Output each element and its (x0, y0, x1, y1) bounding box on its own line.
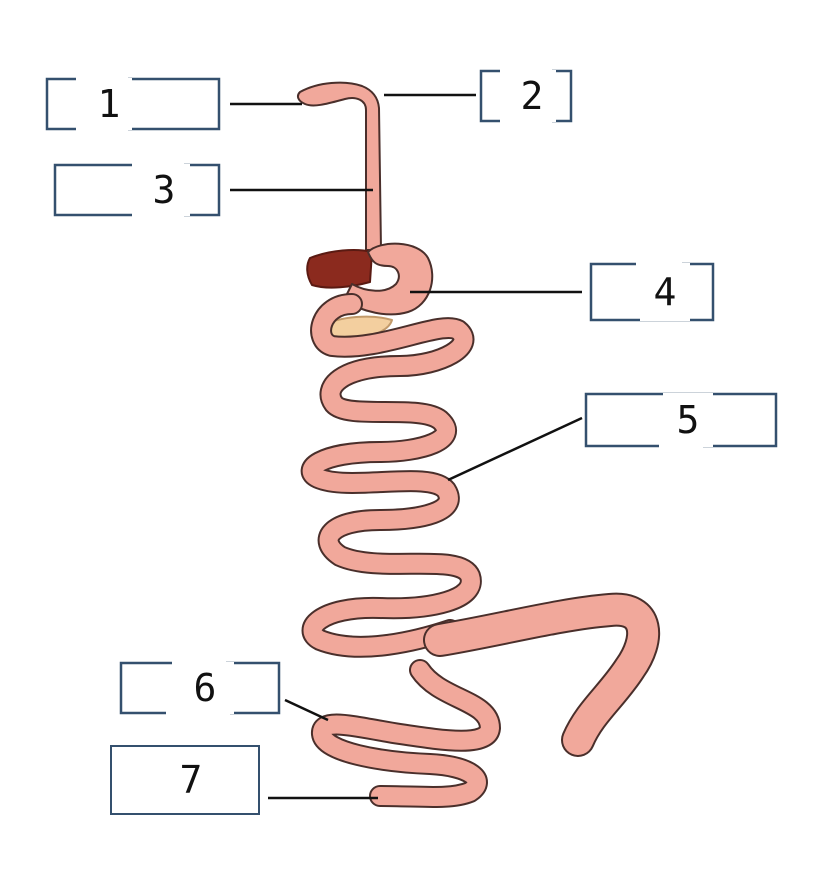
leader-line-6 (284, 698, 329, 722)
label-box-7[interactable]: 7 (110, 745, 260, 815)
label-number-2: 2 (508, 70, 556, 122)
label-box-1[interactable]: 1 (45, 77, 221, 131)
label-number-1: 1 (86, 78, 132, 130)
mouth-pharynx (296, 81, 382, 251)
label-box-3[interactable]: 3 (53, 163, 221, 217)
label-box-4[interactable]: 4 (589, 262, 715, 322)
label-number-4: 4 (640, 263, 690, 321)
leader-line-5 (447, 416, 583, 482)
label-box-6[interactable]: 6 (119, 661, 281, 715)
label-number-7: 7 (168, 747, 214, 813)
label-box-5[interactable]: 5 (584, 392, 778, 448)
label-number-5: 5 (663, 393, 713, 447)
label-number-6: 6 (176, 662, 234, 714)
label-box-2[interactable]: 2 (479, 69, 573, 123)
liver (306, 249, 373, 289)
label-number-3: 3 (138, 164, 190, 216)
